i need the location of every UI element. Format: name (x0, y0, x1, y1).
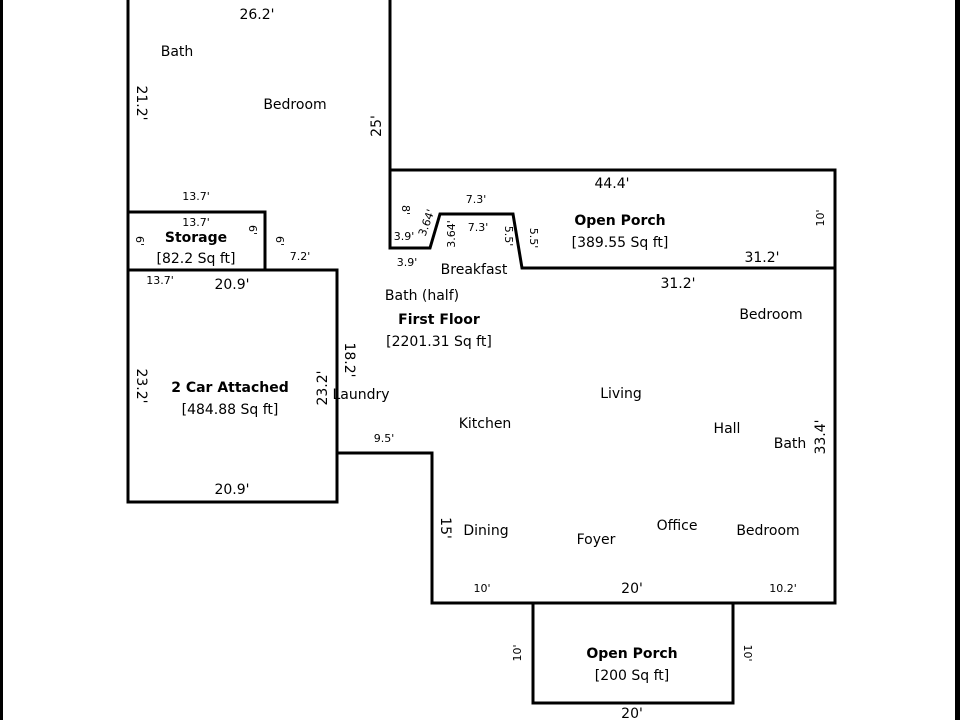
room-bedroom-right: Bedroom (739, 307, 802, 323)
dim-label: 7.3' (466, 193, 487, 206)
dim-label: 21.2' (133, 85, 149, 120)
dim-label: 3.9' (397, 256, 418, 269)
storage-label: Storage (165, 230, 227, 246)
page-border-left (0, 0, 3, 720)
dim-label: 33.4' (813, 419, 829, 454)
room-dining: Dining (463, 523, 508, 539)
room-office: Office (657, 518, 698, 534)
dim-label: 7.3' (468, 221, 489, 234)
dim-label: 23.2' (315, 370, 331, 405)
front-porch-outline (531, 601, 735, 705)
room-foyer: Foyer (577, 532, 616, 548)
dim-label: 20' (621, 581, 643, 597)
dim-label: 3.9' (394, 230, 415, 243)
dim-label: 5.5' (502, 226, 515, 247)
dim-label: 20' (621, 706, 643, 720)
room-bath-upper: Bath (161, 44, 194, 60)
upper-bedroom-right-wall (388, 0, 835, 270)
dim-label: 25' (369, 115, 385, 137)
dim-label: 10' (473, 582, 490, 595)
dim-label: 18.2' (341, 342, 357, 377)
dim-label: 23.2' (133, 368, 149, 403)
room-living: Living (600, 386, 642, 402)
dim-label: 20.9' (214, 277, 249, 293)
dim-label: 10.2' (769, 582, 797, 595)
room-bath-half: Bath (half) (385, 288, 459, 304)
dim-label: 13.7' (182, 216, 210, 229)
room-bedroom-upper: Bedroom (263, 97, 326, 113)
dim-label: 6' (133, 236, 146, 246)
dim-label: 10' (814, 209, 827, 226)
page-border-right (955, 0, 960, 720)
dim-label: 10' (511, 644, 524, 661)
dim-label: 8' (399, 205, 412, 215)
front-porch-label: Open Porch (586, 646, 677, 662)
room-hall: Hall (714, 421, 741, 437)
dim-label: 6' (273, 236, 286, 246)
dim-label: 44.4' (594, 176, 629, 192)
rear-porch-label: Open Porch (574, 213, 665, 229)
garage-outline (126, 268, 339, 504)
dim-label: 9.5' (374, 432, 395, 445)
dim-label: 5.5' (527, 228, 540, 249)
dim-label: 13.7' (182, 190, 210, 203)
dim-label: 31.2' (744, 250, 779, 266)
front-porch-area: [200 Sq ft] (595, 668, 670, 684)
garage-label: 2 Car Attached (171, 380, 289, 396)
room-laundry: Laundry (332, 387, 389, 403)
first-floor-area: [2201.31 Sq ft] (386, 334, 492, 350)
dim-label: 6' (246, 225, 259, 235)
rear-porch-area: [389.55 Sq ft] (572, 235, 669, 251)
dim-label: 7.2' (290, 250, 311, 263)
room-kitchen: Kitchen (459, 416, 512, 432)
room-breakfast: Breakfast (441, 262, 508, 278)
room-bath-right: Bath (774, 436, 807, 452)
first-floor-label: First Floor (398, 312, 480, 328)
dim-label: 10' (741, 644, 754, 661)
room-bedroom-lower: Bedroom (736, 523, 799, 539)
dim-label: 31.2' (660, 276, 695, 292)
dim-label: 20.9' (214, 482, 249, 498)
garage-area: [484.88 Sq ft] (182, 402, 279, 418)
dim-label: 15' (437, 517, 453, 539)
dim-label: 13.7' (146, 274, 174, 287)
storage-area: [82.2 Sq ft] (157, 251, 236, 267)
dim-label: 3.64' (445, 220, 458, 248)
dim-label: 26.2' (239, 7, 274, 23)
